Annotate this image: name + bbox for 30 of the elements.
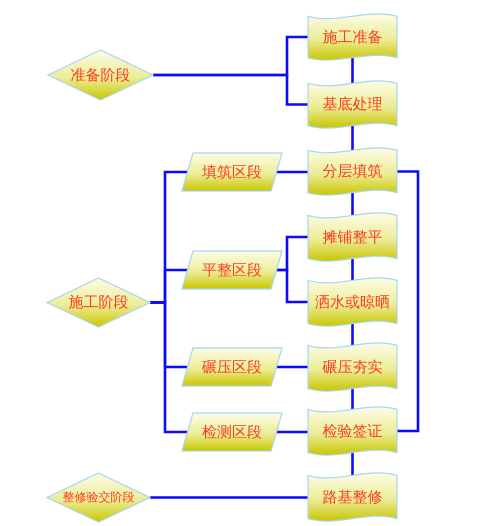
wave-box: 碾压夯实 [308,343,397,391]
parallelogram-box: 平整区段 [182,251,282,289]
connector-line [276,268,308,304]
wave-box: 检验签证 [308,407,397,455]
connector-line [150,301,188,434]
connector-line [276,170,308,174]
wave-box: 施工准备 [308,14,397,60]
connector-line [351,258,354,280]
connector-line [397,170,420,432]
wave-box: 分层填筑 [308,148,397,195]
wave-box: 洒水或晾晒 [308,278,397,326]
connector-line [351,192,354,216]
stage-diamond: 准备阶段 [48,50,153,100]
stage-diamond: 施工阶段 [47,278,150,327]
connector-line [153,74,308,106]
connector-line [150,496,308,499]
connector-line [351,58,354,84]
parallelogram-box: 检测区段 [182,413,282,451]
connector-line [276,366,308,368]
wave-box: 基底处理 [308,81,397,128]
connector-line [276,430,308,434]
wave-box: 路基整修 [308,473,397,521]
connector-line [351,452,354,476]
connector-line [351,126,354,150]
connector-line [351,324,354,346]
parallelogram-box: 碾压区段 [182,348,282,386]
connector-line [351,388,354,410]
stage-diamond: 整修验交阶段 [47,473,150,522]
wave-box: 摊铺整平 [308,213,397,261]
parallelogram-box: 填筑区段 [182,153,282,191]
